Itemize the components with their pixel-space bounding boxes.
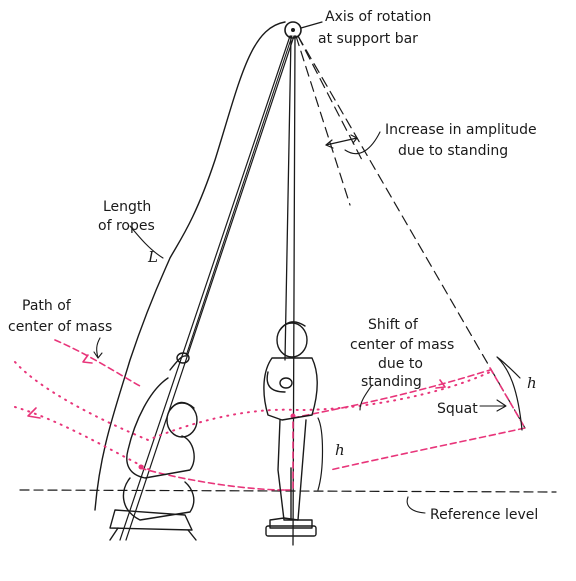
path-upper-dotted xyxy=(14,361,491,441)
rope-label-leader xyxy=(129,225,164,259)
shift-label-2: center of mass xyxy=(350,337,454,353)
axis-label-1: Axis of rotation xyxy=(325,9,431,25)
path-arrow-right xyxy=(435,379,446,389)
rope-label-2: of ropes xyxy=(98,218,155,234)
path-left-dashed xyxy=(54,339,141,387)
rope-symbol: L xyxy=(147,248,158,266)
standing-rope-right xyxy=(292,35,296,546)
amplitude-ray-3 xyxy=(297,35,526,429)
squatting-child xyxy=(109,352,198,541)
h-right-label: h xyxy=(527,374,537,392)
reference-line xyxy=(19,489,557,493)
path-label-1: Path of xyxy=(22,298,72,314)
amplitude-label-1: Increase in amplitude xyxy=(385,122,537,138)
path-label-leader xyxy=(96,337,101,359)
squat-rope-a xyxy=(119,35,291,541)
squat-rope-b xyxy=(125,35,295,541)
rope-length-brace xyxy=(94,21,286,511)
squat-rope-c xyxy=(185,35,293,357)
standing-child xyxy=(263,321,318,537)
h-center-bracket xyxy=(317,417,324,491)
squat-label: Squat xyxy=(437,401,478,417)
standing-rope-left xyxy=(284,35,292,361)
amplitude-leader xyxy=(344,131,381,155)
squat-leader xyxy=(479,399,507,412)
amplitude-ray-1 xyxy=(295,35,351,206)
path-arrow-upper xyxy=(82,354,93,364)
h-center-label: h xyxy=(335,441,345,459)
shift-label-3: due to xyxy=(378,356,423,372)
shift-label-1: Shift of xyxy=(368,317,419,333)
rope-label-1: Length xyxy=(103,199,151,215)
reference-leader xyxy=(406,496,426,514)
axis-label-2: at support bar xyxy=(318,31,418,47)
path-label-2: center of mass xyxy=(8,319,112,335)
path-outer-dotted xyxy=(14,406,151,471)
shift-leader xyxy=(359,384,373,411)
amplitude-arrow xyxy=(325,137,358,146)
path-squat-drop xyxy=(329,367,526,471)
reference-label: Reference level xyxy=(430,507,538,523)
shift-label-4: standing xyxy=(361,374,422,390)
amplitude-label-2: due to standing xyxy=(398,143,508,159)
path-lower-dashed xyxy=(139,467,286,491)
h-right-bracket xyxy=(496,356,523,431)
cm-dot-squat xyxy=(138,464,144,470)
path-arrow-left xyxy=(27,407,41,419)
